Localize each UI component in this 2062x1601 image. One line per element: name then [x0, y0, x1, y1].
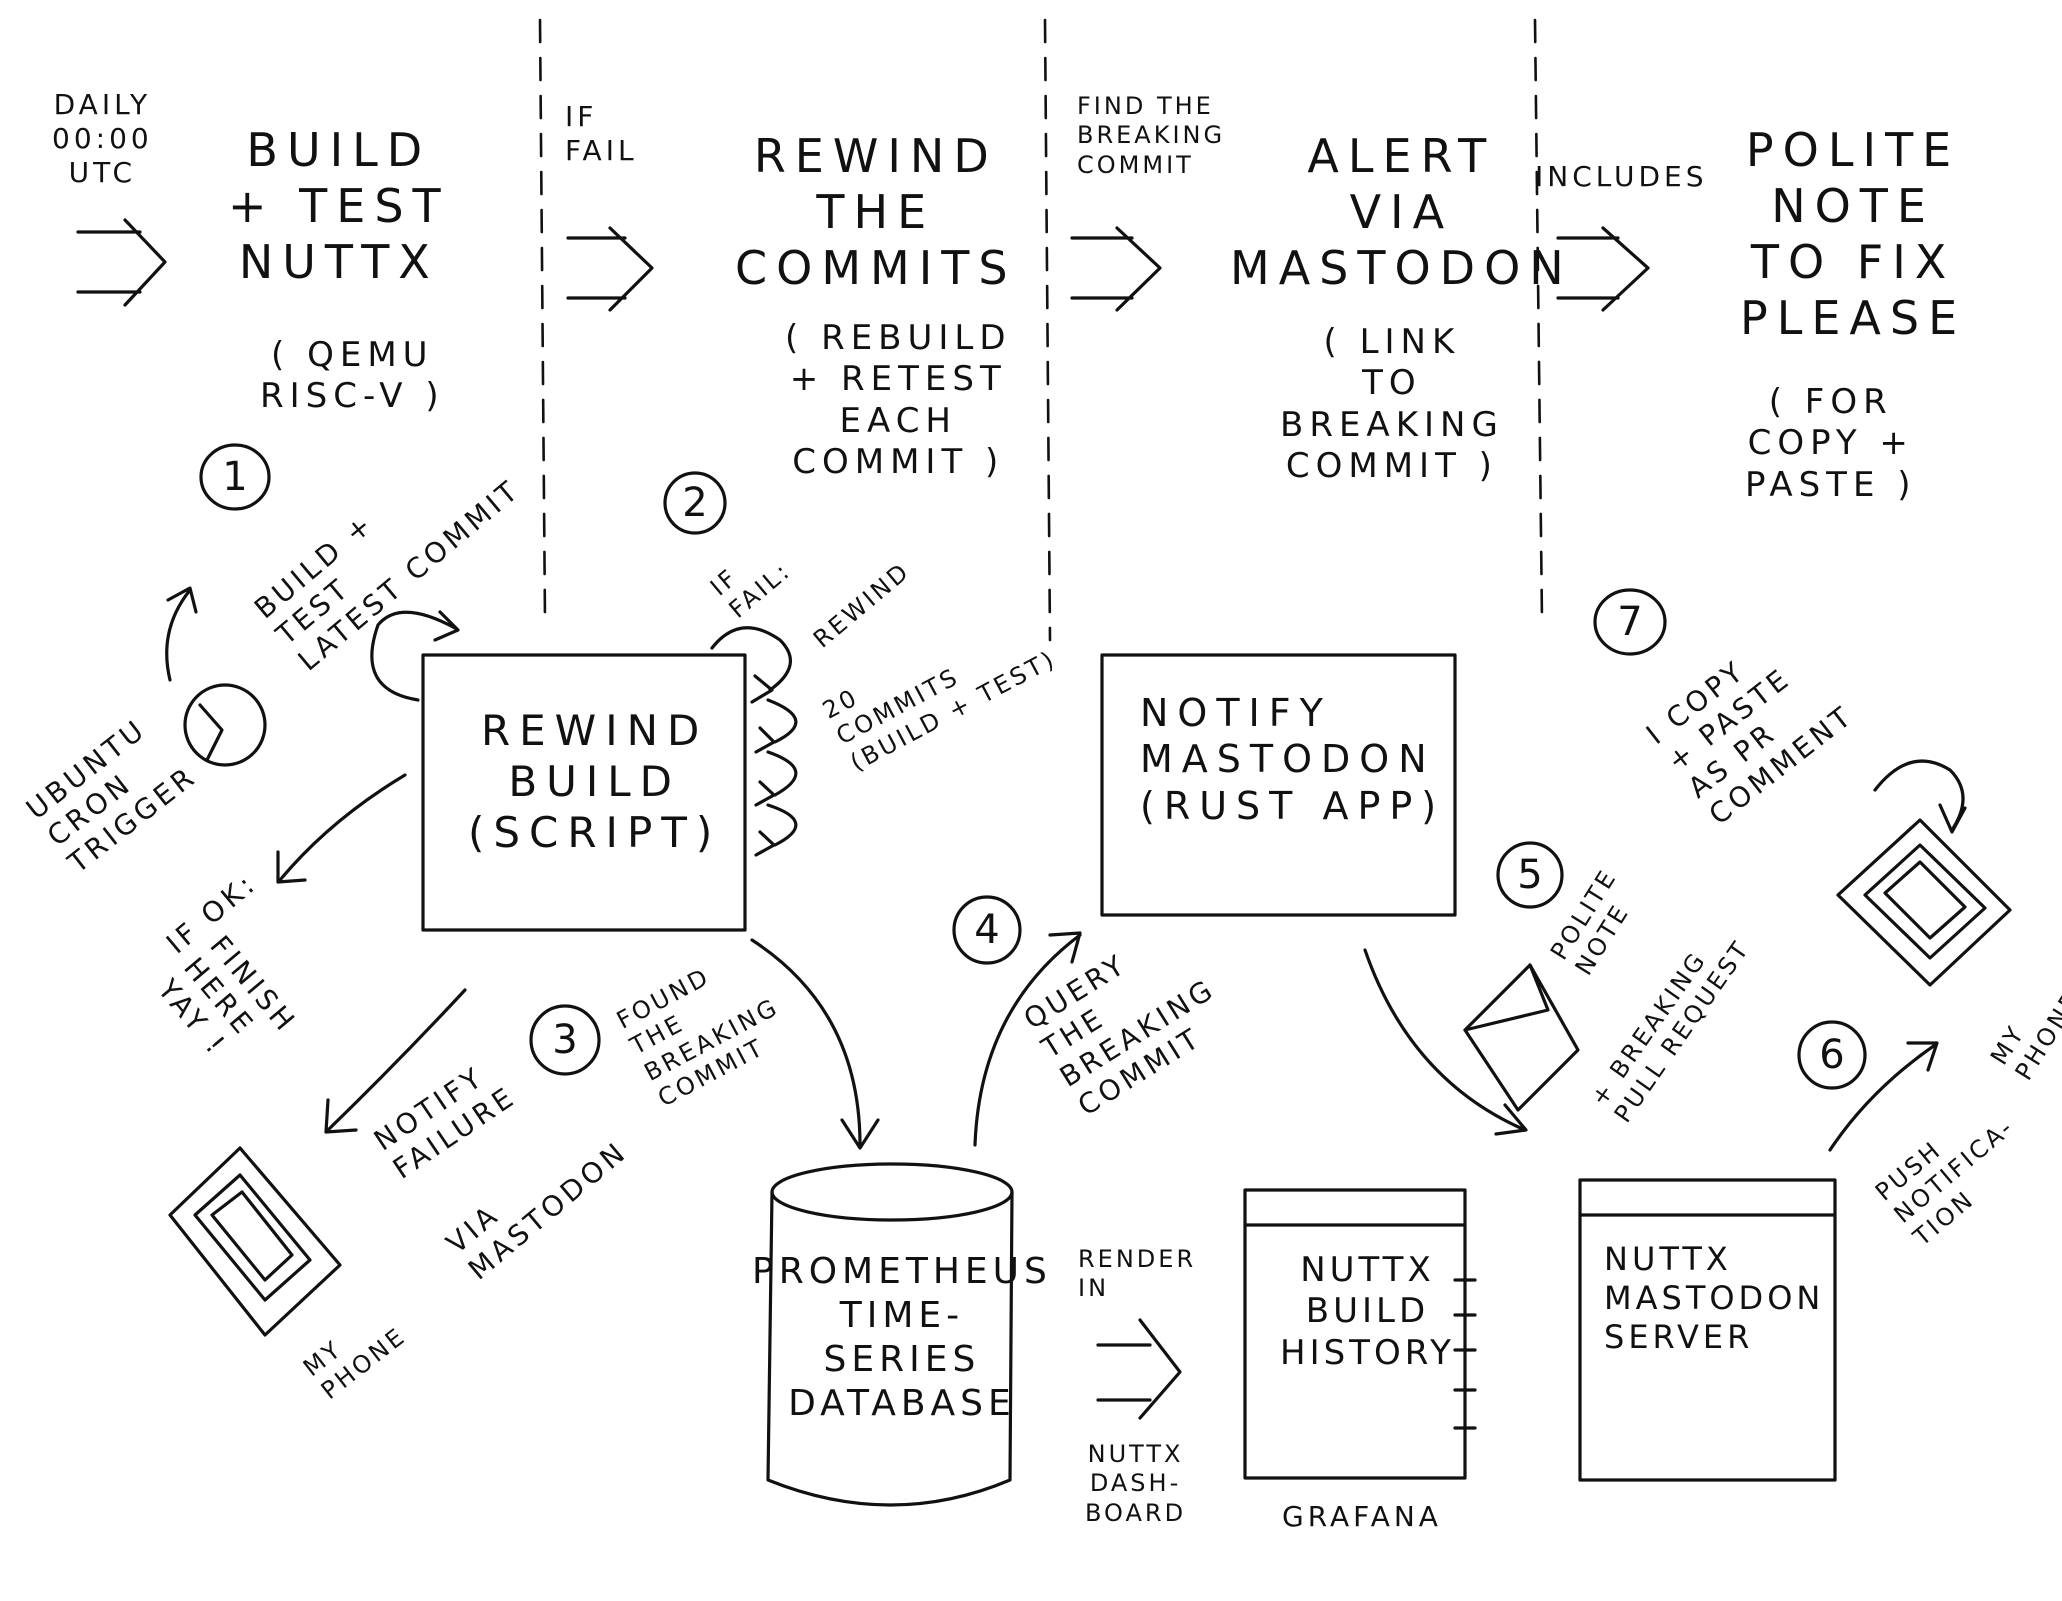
- step-circle-2: [663, 471, 727, 535]
- notify-mastodon-box: [1100, 653, 1457, 917]
- separator-3: [1533, 18, 1544, 622]
- step-number-3: 3: [552, 1017, 578, 1063]
- arrow-alert-to-note: [1556, 226, 1650, 312]
- separator-2: [1043, 18, 1052, 642]
- step-number-1: 1: [222, 454, 248, 500]
- stage3-title: ALERT VIA MASTODON: [1230, 129, 1573, 296]
- prometheus-label: PROMETHEUS TIME- SERIES DATABASE: [752, 1251, 1052, 1424]
- mastodon-server-panel: [1578, 1178, 1837, 1482]
- rewind-arc-1: [754, 698, 798, 754]
- arrow-trigger-to-build: [76, 218, 167, 307]
- nuttx-dashboard-label: NUTTX DASH- BOARD: [1085, 1440, 1187, 1527]
- if-fail-label: IF FAIL: [565, 100, 638, 168]
- build-history-label: NUTTX BUILD HISTORY: [1280, 1250, 1455, 1373]
- arrow-to-mastodon-server: [1363, 948, 1528, 1136]
- separator-1: [538, 18, 547, 622]
- rewind-arc-3: [754, 803, 798, 857]
- arrow-if-ok: [276, 773, 407, 884]
- grafana-panel: [1243, 1188, 1477, 1480]
- step-circle-4: [952, 895, 1022, 965]
- clock-icon: [183, 683, 267, 767]
- step-circle-5: [1496, 841, 1564, 909]
- step-number-5: 5: [1517, 852, 1543, 898]
- step-circle-1: [199, 443, 271, 511]
- rewind-build-box: [421, 653, 747, 932]
- arrow-to-prometheus: [750, 938, 880, 1150]
- loop-arrow-rewind: [710, 626, 792, 704]
- arrow-copy-paste: [1873, 759, 1967, 834]
- envelope-icon: [1463, 963, 1580, 1112]
- prometheus-cylinder: [766, 1162, 1014, 1507]
- includes-label: INCLUDES: [1535, 160, 1708, 193]
- step-number-2: 2: [682, 480, 708, 526]
- notify-mastodon-label: NOTIFY MASTODON (RUST APP): [1140, 691, 1446, 828]
- stage1-title: BUILD + TEST NUTTX: [228, 123, 450, 290]
- loop-arrow-latest: [370, 610, 460, 702]
- stage4-title: POLITE NOTE TO FIX PLEASE: [1740, 123, 1967, 346]
- arrow-rewind-to-alert: [1070, 226, 1162, 312]
- find-breaking-label: FIND THE BREAKING COMMIT: [1077, 92, 1226, 179]
- step-circle-7: [1593, 588, 1667, 656]
- grafana-label: GRAFANA: [1282, 1500, 1442, 1533]
- trigger-label: DAILY 00:00 UTC: [52, 88, 153, 190]
- rewind-arc-2: [754, 750, 798, 807]
- arrow-query: [973, 931, 1082, 1147]
- step-number-4: 4: [974, 907, 1000, 953]
- rewind-build-label: REWIND BUILD (SCRIPT): [468, 706, 722, 858]
- stage3-subtitle: ( LINK TO BREAKING COMMIT ): [1280, 322, 1504, 487]
- phone-icon-right: [1836, 818, 2012, 987]
- step-circle-6: [1797, 1020, 1867, 1090]
- step-circle-3: [529, 1004, 601, 1076]
- phone-icon-left: [168, 1146, 342, 1337]
- step-number-6: 6: [1819, 1032, 1845, 1078]
- arrow-cron-to-build: [165, 586, 198, 682]
- stage2-title: REWIND THE COMMITS: [735, 129, 1017, 296]
- stage4-subtitle: ( FOR COPY + PASTE ): [1745, 382, 1917, 505]
- arrow-build-to-rewind: [566, 226, 654, 312]
- mastodon-server-label: NUTTX MASTODON SERVER: [1604, 1240, 1825, 1357]
- step-number-7: 7: [1617, 599, 1643, 645]
- arrow-notify-failure: [324, 988, 467, 1134]
- stage1-subtitle: ( QEMU RISC-V ): [260, 335, 445, 417]
- arrow-render-in: [1096, 1318, 1182, 1420]
- stage2-subtitle: ( REBUILD + RETEST EACH COMMIT ): [785, 318, 1012, 483]
- render-in-label: RENDER IN: [1078, 1245, 1197, 1303]
- arrow-push: [1828, 1041, 1939, 1152]
